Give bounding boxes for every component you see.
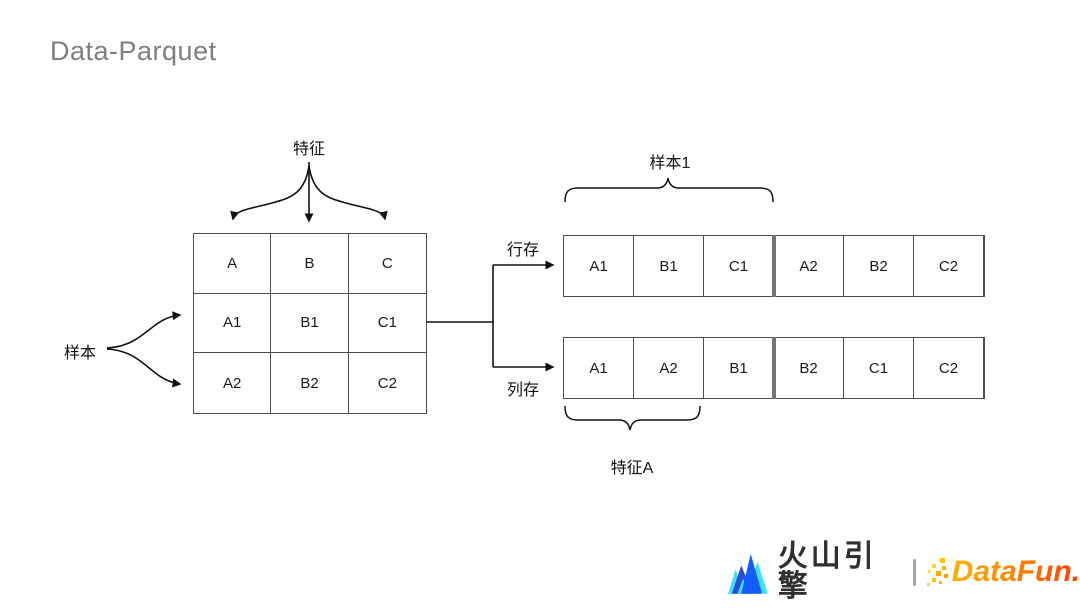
matrix-cell: C xyxy=(348,234,426,294)
row-strip-cell: A2 xyxy=(774,236,844,296)
row-storage-label: 行存 xyxy=(506,242,539,259)
col-strip-cell: C2 xyxy=(914,338,984,398)
row-strip-cell: C1 xyxy=(704,236,774,296)
col-strip-cell: C1 xyxy=(844,338,914,398)
samples-arrow-bottom xyxy=(106,348,182,388)
datafun-logo: DataFun. xyxy=(926,556,1080,588)
row-strip-cell: C2 xyxy=(914,236,984,296)
logo-separator xyxy=(912,558,916,586)
row-strip-cell: B1 xyxy=(634,236,704,296)
matrix-cell: A2 xyxy=(194,353,272,413)
features-label: 特征 xyxy=(292,141,325,158)
features-arrow-right xyxy=(308,165,388,221)
samples-arrow-top xyxy=(106,311,182,349)
matrix-cell: B xyxy=(271,234,349,294)
feature-a-label: 特征A xyxy=(610,460,654,477)
column-storage-strip: A1 A2 B1 B2 C1 C2 xyxy=(563,337,985,399)
row-strip-cell: B2 xyxy=(844,236,914,296)
samples-label: 样本 xyxy=(63,345,96,362)
col-strip-cell: A1 xyxy=(564,338,634,398)
connector-trunk xyxy=(426,265,494,367)
volcengine-wordmark: 火山引擎 xyxy=(777,540,877,603)
matrix-cell: B1 xyxy=(271,293,349,354)
matrix-cell: A1 xyxy=(194,293,272,354)
col-strip-cell: B1 xyxy=(704,338,774,398)
features-arrow-left xyxy=(230,165,310,221)
sample1-brace xyxy=(564,177,774,203)
volcengine-mountain-icon xyxy=(728,554,768,594)
datafun-wordmark: DataFun. xyxy=(951,555,1080,588)
feature-a-brace xyxy=(564,405,701,431)
row-strip-group-divider xyxy=(772,235,776,297)
sample1-label: 样本1 xyxy=(649,155,691,172)
matrix-table: A B C A1 B1 C1 A2 B2 C2 xyxy=(193,233,427,414)
row-strip-cell: A1 xyxy=(564,236,634,296)
col-strip-cell: A2 xyxy=(634,338,704,398)
datafun-dots-icon xyxy=(926,558,948,586)
footer-logos: 火山引擎 DataFun. xyxy=(728,542,1080,602)
column-storage-label: 列存 xyxy=(506,382,539,399)
matrix-cell: C1 xyxy=(348,294,426,354)
matrix-cell: C2 xyxy=(377,374,397,392)
col-strip-cell: B2 xyxy=(774,338,844,398)
col-strip-group-divider xyxy=(772,337,776,399)
page-title: Data-Parquet xyxy=(50,36,217,66)
matrix-cell: A xyxy=(194,234,272,294)
matrix-cell: B2 xyxy=(271,353,349,413)
row-storage-strip: A1 B1 C1 A2 B2 C2 xyxy=(563,235,985,297)
